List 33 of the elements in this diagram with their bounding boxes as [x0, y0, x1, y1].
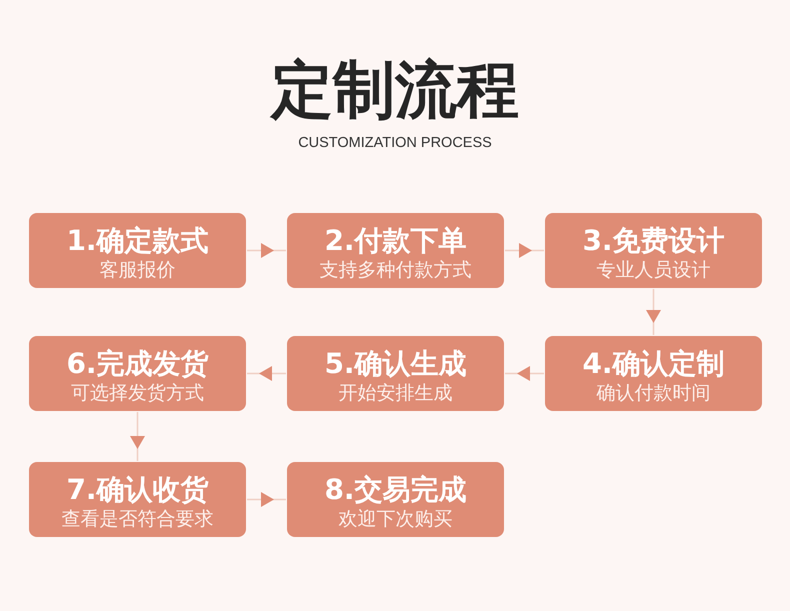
process-box	[545, 213, 762, 288]
step-description: 客服报价	[100, 258, 176, 283]
process-box	[287, 462, 504, 537]
step-description: 支持多种付款方式	[320, 258, 472, 283]
step-title: 6.完成发货	[66, 348, 209, 380]
arrow	[505, 243, 544, 258]
step-description: 可选择发货方式	[71, 381, 204, 406]
step-description: 确认付款时间	[596, 381, 710, 406]
arrow	[646, 289, 661, 335]
process-box	[29, 462, 246, 537]
step-title: 7.确认收货	[66, 474, 209, 506]
step-title: 3.免费设计	[582, 225, 725, 257]
arrow	[130, 412, 145, 461]
step-description: 欢迎下次购买	[338, 507, 452, 532]
step-title: 1.确定款式	[66, 225, 209, 257]
subtitle: CUSTOMIZATION PROCESS	[298, 134, 492, 152]
process-box	[29, 336, 246, 411]
step-title: 2.付款下单	[324, 225, 467, 257]
arrow	[247, 366, 286, 381]
process-box	[287, 336, 504, 411]
arrow	[247, 492, 286, 507]
step-title: 4.确认定制	[582, 348, 725, 380]
step-description: 专业人员设计	[596, 258, 710, 283]
process-box	[287, 213, 504, 288]
step-description: 查看是否符合要求	[62, 507, 214, 532]
process-box	[29, 213, 246, 288]
title: 定制流程	[271, 53, 519, 126]
step-title: 5.确认生成	[324, 348, 467, 380]
arrow	[247, 243, 286, 258]
process-box	[545, 336, 762, 411]
arrow	[505, 366, 544, 381]
step-description: 开始安排生成	[338, 381, 452, 406]
step-title: 8.交易完成	[324, 474, 467, 506]
